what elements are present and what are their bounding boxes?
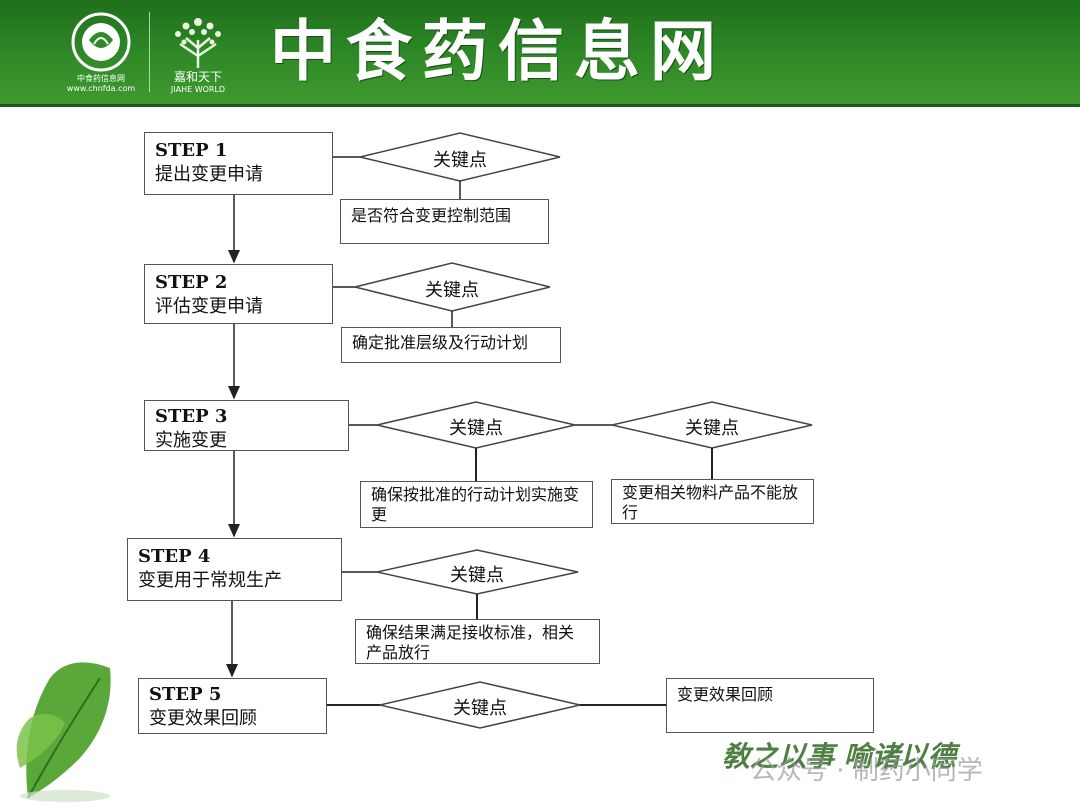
step2-text: 评估变更申请: [155, 296, 263, 317]
diamond-step2: [354, 262, 551, 312]
step1-text: 提出变更申请: [155, 164, 263, 185]
slogan-text: 敎之以事 喻诸以德: [722, 740, 956, 773]
keypoint-label-step2: 关键点: [425, 280, 479, 301]
step1-box: STEP 1 提出变更申请: [144, 132, 333, 195]
brand-title: 中食药信息网: [270, 12, 726, 90]
step3-text: 实施变更: [155, 430, 227, 451]
logo1-url: www.chnfda.com: [66, 84, 136, 93]
logo2-caption: 嘉和天下: [173, 70, 222, 84]
note-step4: 确保结果满足接收标准，相关产品放行: [355, 619, 600, 664]
tree-icon: [175, 18, 221, 68]
jiahe-logo: 嘉和天下 JIAHE WORLD: [156, 10, 240, 96]
keypoint-label-step1: 关键点: [433, 150, 487, 171]
step4-text: 变更用于常规生产: [138, 570, 282, 591]
note-step2: 确定批准层级及行动计划: [341, 327, 561, 363]
diamond-step1: [359, 132, 561, 182]
step5-box: STEP 5 变更效果回顾: [138, 678, 327, 734]
step3-box: STEP 3 实施变更: [144, 400, 349, 451]
note-step5: 变更效果回顾: [666, 678, 874, 733]
keypoint-label-step3a: 关键点: [449, 418, 503, 439]
keypoint-label-step4: 关键点: [450, 565, 504, 586]
note-step1: 是否符合变更控制范围: [340, 199, 549, 244]
step1-label: STEP 1: [155, 140, 228, 161]
leaf-icon: [16, 662, 111, 802]
step5-text: 变更效果回顾: [149, 708, 257, 729]
note-step3b: 变更相关物料产品不能放行: [611, 479, 814, 524]
step3-label: STEP 3: [155, 406, 228, 427]
step2-label: STEP 2: [155, 272, 228, 293]
logo1-caption: 中食药信息网: [77, 74, 125, 83]
header-banner: 中食药信息网 www.chnfda.com 嘉和天下 JIAHE WORLD 中…: [0, 0, 1080, 107]
watermark: 公众号 · 制药小同学: [750, 756, 983, 786]
step4-label: STEP 4: [138, 546, 211, 567]
chnfda-logo: 中食药信息网 www.chnfda.com: [56, 10, 146, 96]
diamond-step4: [376, 549, 579, 595]
note-step3a: 确保按批准的行动计划实施变更: [360, 481, 593, 528]
diamond-step3b: [611, 401, 813, 449]
step2-box: STEP 2 评估变更申请: [144, 264, 333, 324]
header-divider: [149, 12, 150, 92]
step5-label: STEP 5: [149, 684, 222, 705]
keypoint-label-step5: 关键点: [453, 698, 507, 719]
step4-box: STEP 4 变更用于常规生产: [127, 538, 342, 601]
logo2-sub: JIAHE WORLD: [170, 85, 226, 94]
keypoint-label-step3b: 关键点: [685, 418, 739, 439]
seal-icon: [71, 12, 131, 72]
